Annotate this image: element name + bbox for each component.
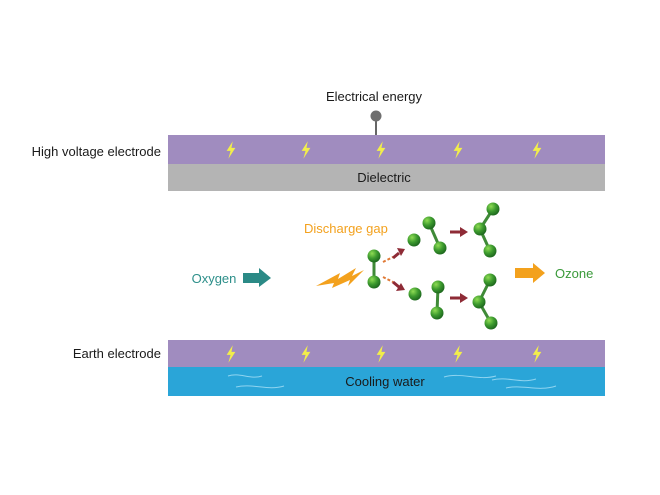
electrode-terminal-icon bbox=[370, 110, 382, 122]
dielectric-label: Dielectric bbox=[357, 170, 411, 185]
ozone-atom bbox=[483, 244, 497, 258]
ozone-atom bbox=[484, 316, 498, 330]
split-arrow-icon bbox=[392, 251, 400, 260]
oxygen-arrow-icon bbox=[243, 268, 271, 287]
dielectric-layer bbox=[168, 164, 605, 191]
ozone-atom bbox=[486, 202, 500, 216]
free-oxygen-atom bbox=[407, 233, 421, 247]
discharge-spark-icon bbox=[316, 268, 364, 288]
oxygen-atom bbox=[367, 275, 381, 289]
earth-electrode bbox=[168, 340, 605, 367]
water-wave bbox=[227, 374, 263, 378]
ozone-atom bbox=[473, 222, 487, 236]
reaction-arrow-icon bbox=[460, 293, 468, 303]
split-dash bbox=[382, 276, 394, 283]
split-arrow-icon bbox=[397, 248, 405, 256]
split-arrow-icon bbox=[392, 280, 400, 289]
oxygen-atom bbox=[431, 280, 445, 294]
ozone-atom bbox=[483, 273, 497, 287]
free-oxygen-atom bbox=[408, 287, 422, 301]
cooling-water-label: Cooling water bbox=[345, 374, 425, 389]
oxygen-atom bbox=[433, 241, 447, 255]
water-wave bbox=[443, 374, 497, 379]
split-dash bbox=[382, 256, 394, 263]
cooling-water-layer bbox=[168, 367, 605, 396]
reaction-arrow-icon bbox=[460, 227, 468, 237]
oxygen-atom bbox=[422, 216, 436, 230]
high-voltage-electrode-label: High voltage electrode bbox=[32, 144, 161, 159]
oxygen-label: Oxygen bbox=[192, 271, 237, 286]
water-wave bbox=[505, 385, 557, 389]
oxygen-atom bbox=[367, 249, 381, 263]
ozone-atom bbox=[472, 295, 486, 309]
ozone-label: Ozone bbox=[555, 266, 593, 281]
water-wave bbox=[235, 385, 285, 389]
split-arrow-icon bbox=[396, 283, 405, 291]
earth-electrode-label: Earth electrode bbox=[73, 346, 161, 361]
water-wave bbox=[491, 378, 537, 382]
oxygen-atom bbox=[430, 306, 444, 320]
discharge-gap-label: Discharge gap bbox=[304, 221, 388, 236]
electrical-energy-label: Electrical energy bbox=[326, 89, 423, 104]
ozone-arrow-icon bbox=[515, 263, 545, 283]
high-voltage-electrode bbox=[168, 135, 605, 164]
